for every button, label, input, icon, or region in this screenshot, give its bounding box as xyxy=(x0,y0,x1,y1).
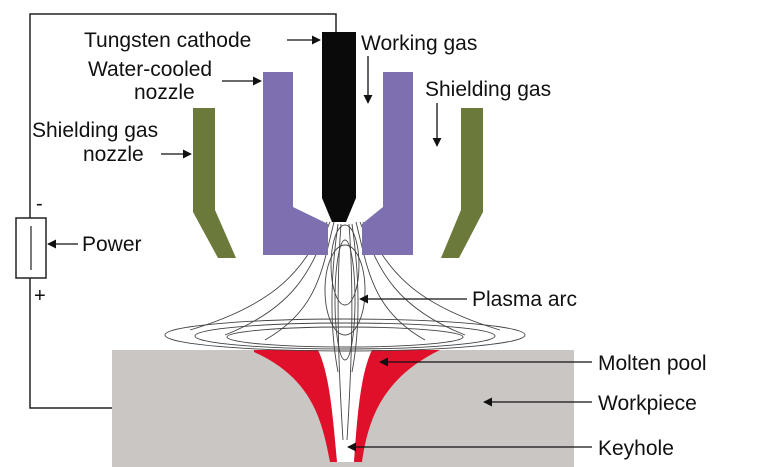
plus-sign: + xyxy=(34,285,46,307)
plasma-arc-lines xyxy=(164,221,526,441)
molten-pool-left xyxy=(254,350,337,462)
label-working-gas: Working gas xyxy=(361,32,477,55)
label-water-cooled-line1: Water-cooled xyxy=(88,58,212,81)
water-cooled-nozzle-left xyxy=(263,72,328,255)
label-shielding-nozzle-line2: nozzle xyxy=(83,143,144,166)
label-water-cooled-line2: nozzle xyxy=(134,81,195,104)
label-molten-pool: Molten pool xyxy=(598,352,707,375)
leader-arrows xyxy=(47,35,592,452)
shielding-gas-nozzle-right xyxy=(441,108,483,258)
shielding-gas-nozzle-left xyxy=(193,108,236,258)
label-shielding-gas: Shielding gas xyxy=(425,78,551,101)
label-keyhole: Keyhole xyxy=(598,437,674,460)
keyhole-cavity xyxy=(318,350,372,462)
label-plasma-arc: Plasma arc xyxy=(472,288,577,311)
water-cooled-nozzle-right xyxy=(362,72,413,255)
minus-sign: - xyxy=(36,193,43,215)
label-power: Power xyxy=(82,233,142,256)
tungsten-cathode xyxy=(322,32,356,222)
molten-pool-right xyxy=(354,350,440,462)
label-tungsten-cathode: Tungsten cathode xyxy=(84,29,251,52)
label-workpiece: Workpiece xyxy=(598,392,697,415)
circuit-wire xyxy=(29,13,337,409)
label-shielding-nozzle-line1: Shielding gas xyxy=(32,119,158,142)
